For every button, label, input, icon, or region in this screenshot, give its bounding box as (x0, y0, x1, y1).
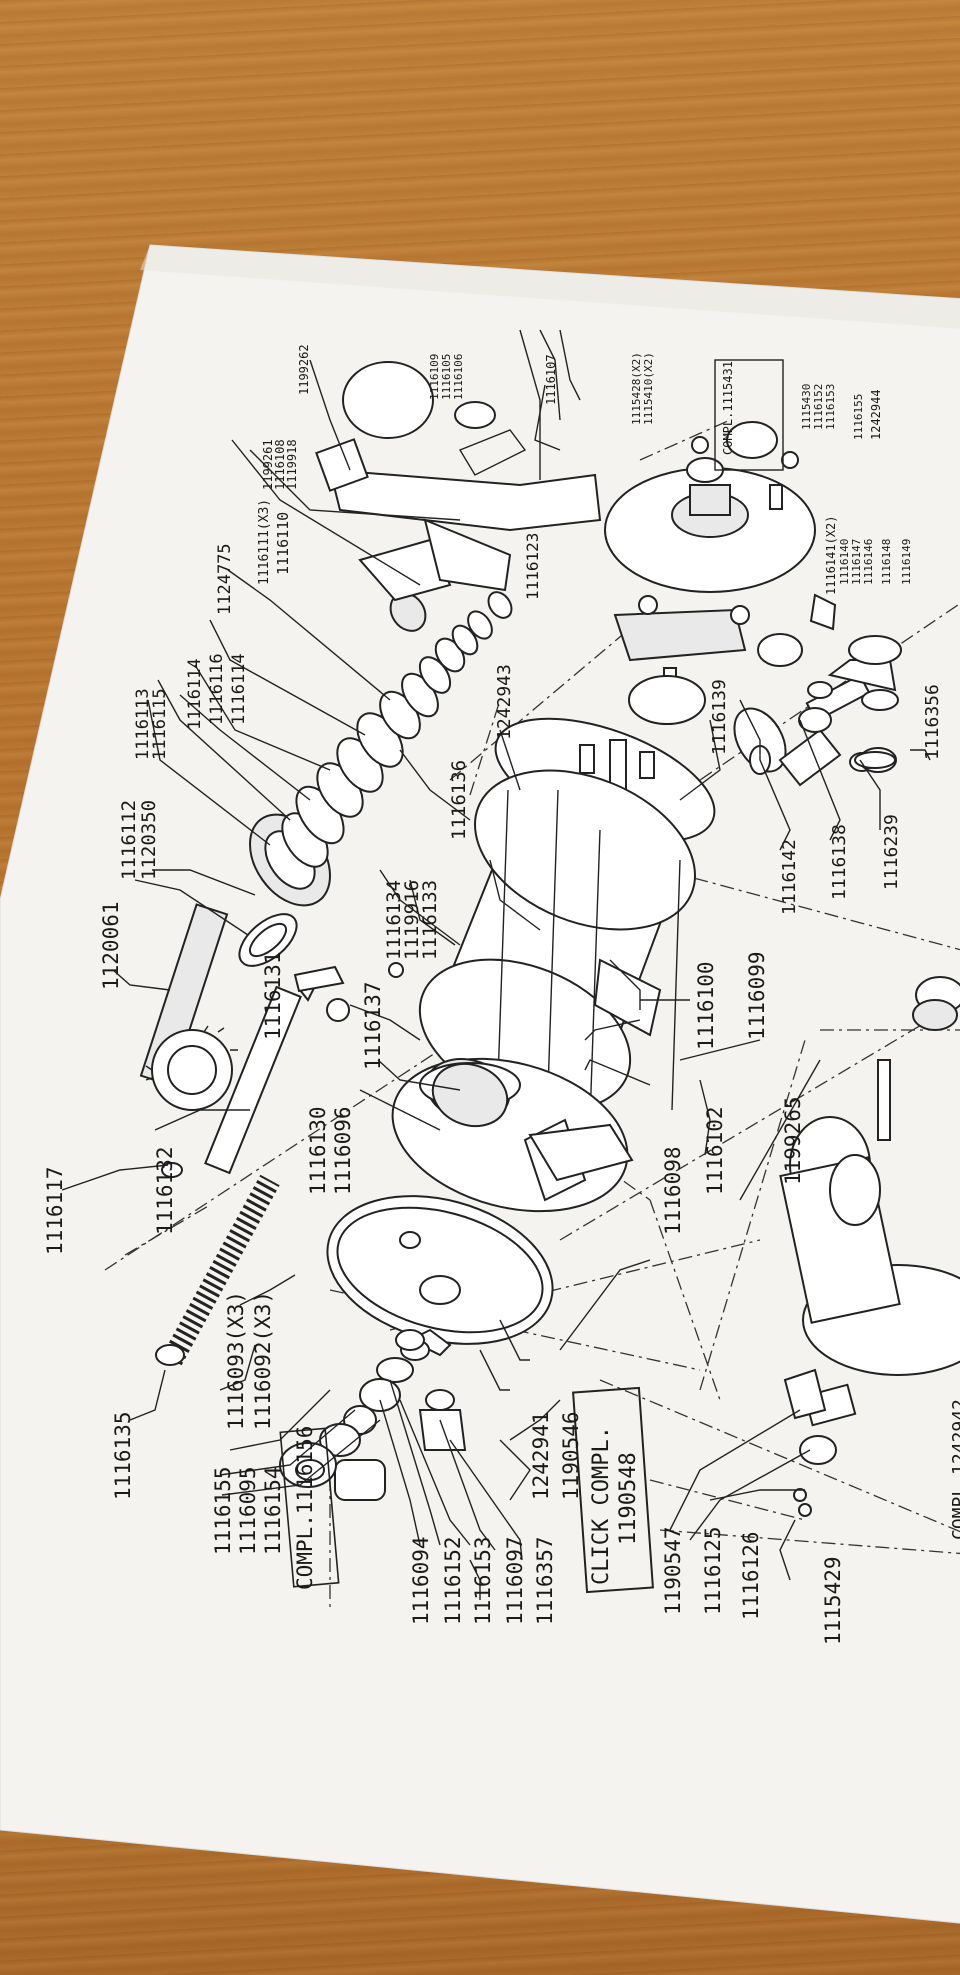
label-1199261: 1199261 (261, 439, 275, 490)
label-1242944: 1242944 (869, 389, 883, 440)
label-1116112: 1116112 (118, 800, 140, 880)
label-1116136: 1116136 (448, 760, 470, 840)
label-1199265: 1199265 (781, 1096, 805, 1185)
label-1116106: 1116106 (452, 354, 465, 400)
side-plate-right (604, 421, 816, 593)
label-1116155: 1116155 (211, 1466, 235, 1555)
compl-1242942-label: COMPL.1242942 (949, 1399, 960, 1540)
label-1116152s: 1116152 (812, 384, 825, 430)
label-1116123: 1116123 (523, 533, 542, 600)
label-1116109: 1116109 (428, 354, 441, 400)
label-1119918: 1119918 (285, 439, 299, 490)
label-1116357: 1116357 (533, 1536, 557, 1625)
label-1116137: 1116137 (361, 981, 385, 1070)
click-compl-title: CLICK COMPL. (589, 1426, 614, 1585)
handle-crank (315, 361, 602, 602)
label-1242943: 1242943 (494, 664, 515, 740)
main-shaft-assembly (139, 903, 238, 1178)
label-1116095: 1116095 (236, 1466, 260, 1555)
label-1116239: 1116239 (881, 814, 902, 890)
label-1116107: 1116107 (544, 354, 558, 405)
label-1116094: 1116094 (409, 1536, 433, 1625)
label-1116132: 1116132 (153, 1146, 177, 1235)
label-1116111x3: 1116111(X3) (257, 499, 272, 585)
label-1116102: 1116102 (703, 1106, 727, 1195)
label-1116096: 1116096 (331, 1106, 355, 1195)
spool-assembly (779, 976, 960, 1517)
click-compl-number: 1190548 (616, 1452, 641, 1545)
label-1116099: 1116099 (745, 951, 769, 1040)
label-1242941: 1242941 (529, 1411, 553, 1500)
label-1116138: 1116138 (829, 824, 850, 900)
side-plate-left (326, 1057, 634, 1361)
label-1116140: 1116140 (838, 539, 851, 585)
leader-lines (61, 329, 931, 1600)
label-1119916: 1119916 (401, 880, 423, 960)
label-1116105: 1116105 (440, 354, 453, 400)
label-1190546: 1190546 (559, 1411, 583, 1500)
label-1115429: 1115429 (821, 1556, 845, 1645)
label-1116117: 1116117 (43, 1166, 67, 1255)
label-1116133: 1116133 (419, 880, 441, 960)
label-1116100: 1116100 (694, 961, 718, 1050)
label-1116139: 1116139 (709, 679, 730, 755)
label-1116142: 1116142 (779, 839, 800, 915)
label-1124775: 1124775 (215, 543, 235, 615)
level-wind-worm (155, 985, 350, 1366)
label-1116134: 1116134 (383, 880, 405, 960)
label-1116126: 1116126 (739, 1531, 763, 1620)
label-1116130: 1116130 (306, 1106, 330, 1195)
washer-stack (238, 591, 513, 967)
label-1116153s: 1116153 (824, 384, 837, 430)
label-1116114b: 1116114 (229, 653, 249, 725)
small-label-layer: 1116111(X3) 1199261 1116108 1119918 1199… (257, 344, 913, 595)
label-1116092: 1116092(X3) (251, 1291, 275, 1430)
label-1120061: 1120061 (99, 901, 123, 990)
label-1116135: 1116135 (111, 1411, 135, 1500)
label-1116152: 1116152 (441, 1536, 465, 1625)
label-1199262: 1199262 (297, 344, 311, 395)
label-1116148: 1116148 (880, 539, 893, 585)
label-1115428x2: 1115428(X2) (630, 352, 643, 425)
label-1116098: 1116098 (661, 1146, 685, 1235)
label-1116125: 1116125 (701, 1526, 725, 1615)
label-1115430: 1115430 (800, 384, 813, 430)
label-1116115: 1116115 (150, 688, 170, 760)
label-1190547: 1190547 (661, 1526, 685, 1615)
label-1116154: 1116154 (261, 1466, 285, 1555)
compl-boxes (279, 359, 784, 1594)
label-1116155s: 1116155 (852, 394, 865, 440)
label-1116147: 1116147 (850, 539, 863, 585)
label-1116153: 1116153 (471, 1536, 495, 1625)
label-1116149: 1116149 (900, 539, 913, 585)
label-1116131: 1116131 (261, 951, 285, 1040)
part-label-layer: 1116117 1116132 1120061 1116131 1116137 … (43, 512, 943, 1645)
label-1120350: 1120350 (138, 800, 160, 880)
compl-1115431-label: COMPL.1115431 (721, 361, 735, 455)
label-1116141x2: 1116141(X2) (824, 516, 838, 595)
label-1116114a: 1116114 (185, 658, 205, 730)
label-1116116: 1116116 (207, 653, 227, 725)
label-1116097: 1116097 (503, 1536, 527, 1625)
label-1116110: 1116110 (274, 512, 292, 575)
label-1116108: 1116108 (273, 439, 287, 490)
label-1116146: 1116146 (862, 539, 875, 585)
compl-label-layer: COMPL.1116156 CLICK COMPL. 1190548 COMPL… (293, 361, 960, 1590)
reel-frame (293, 769, 696, 1121)
label-1115410x2: 1115410(X2) (642, 352, 655, 425)
label-1116356: 1116356 (922, 684, 943, 760)
compl-1116156-label: COMPL.1116156 (293, 1426, 317, 1590)
label-1116093: 1116093(X3) (224, 1291, 248, 1430)
side-plate-parts-right (757, 633, 902, 773)
label-1116113: 1116113 (133, 688, 153, 760)
